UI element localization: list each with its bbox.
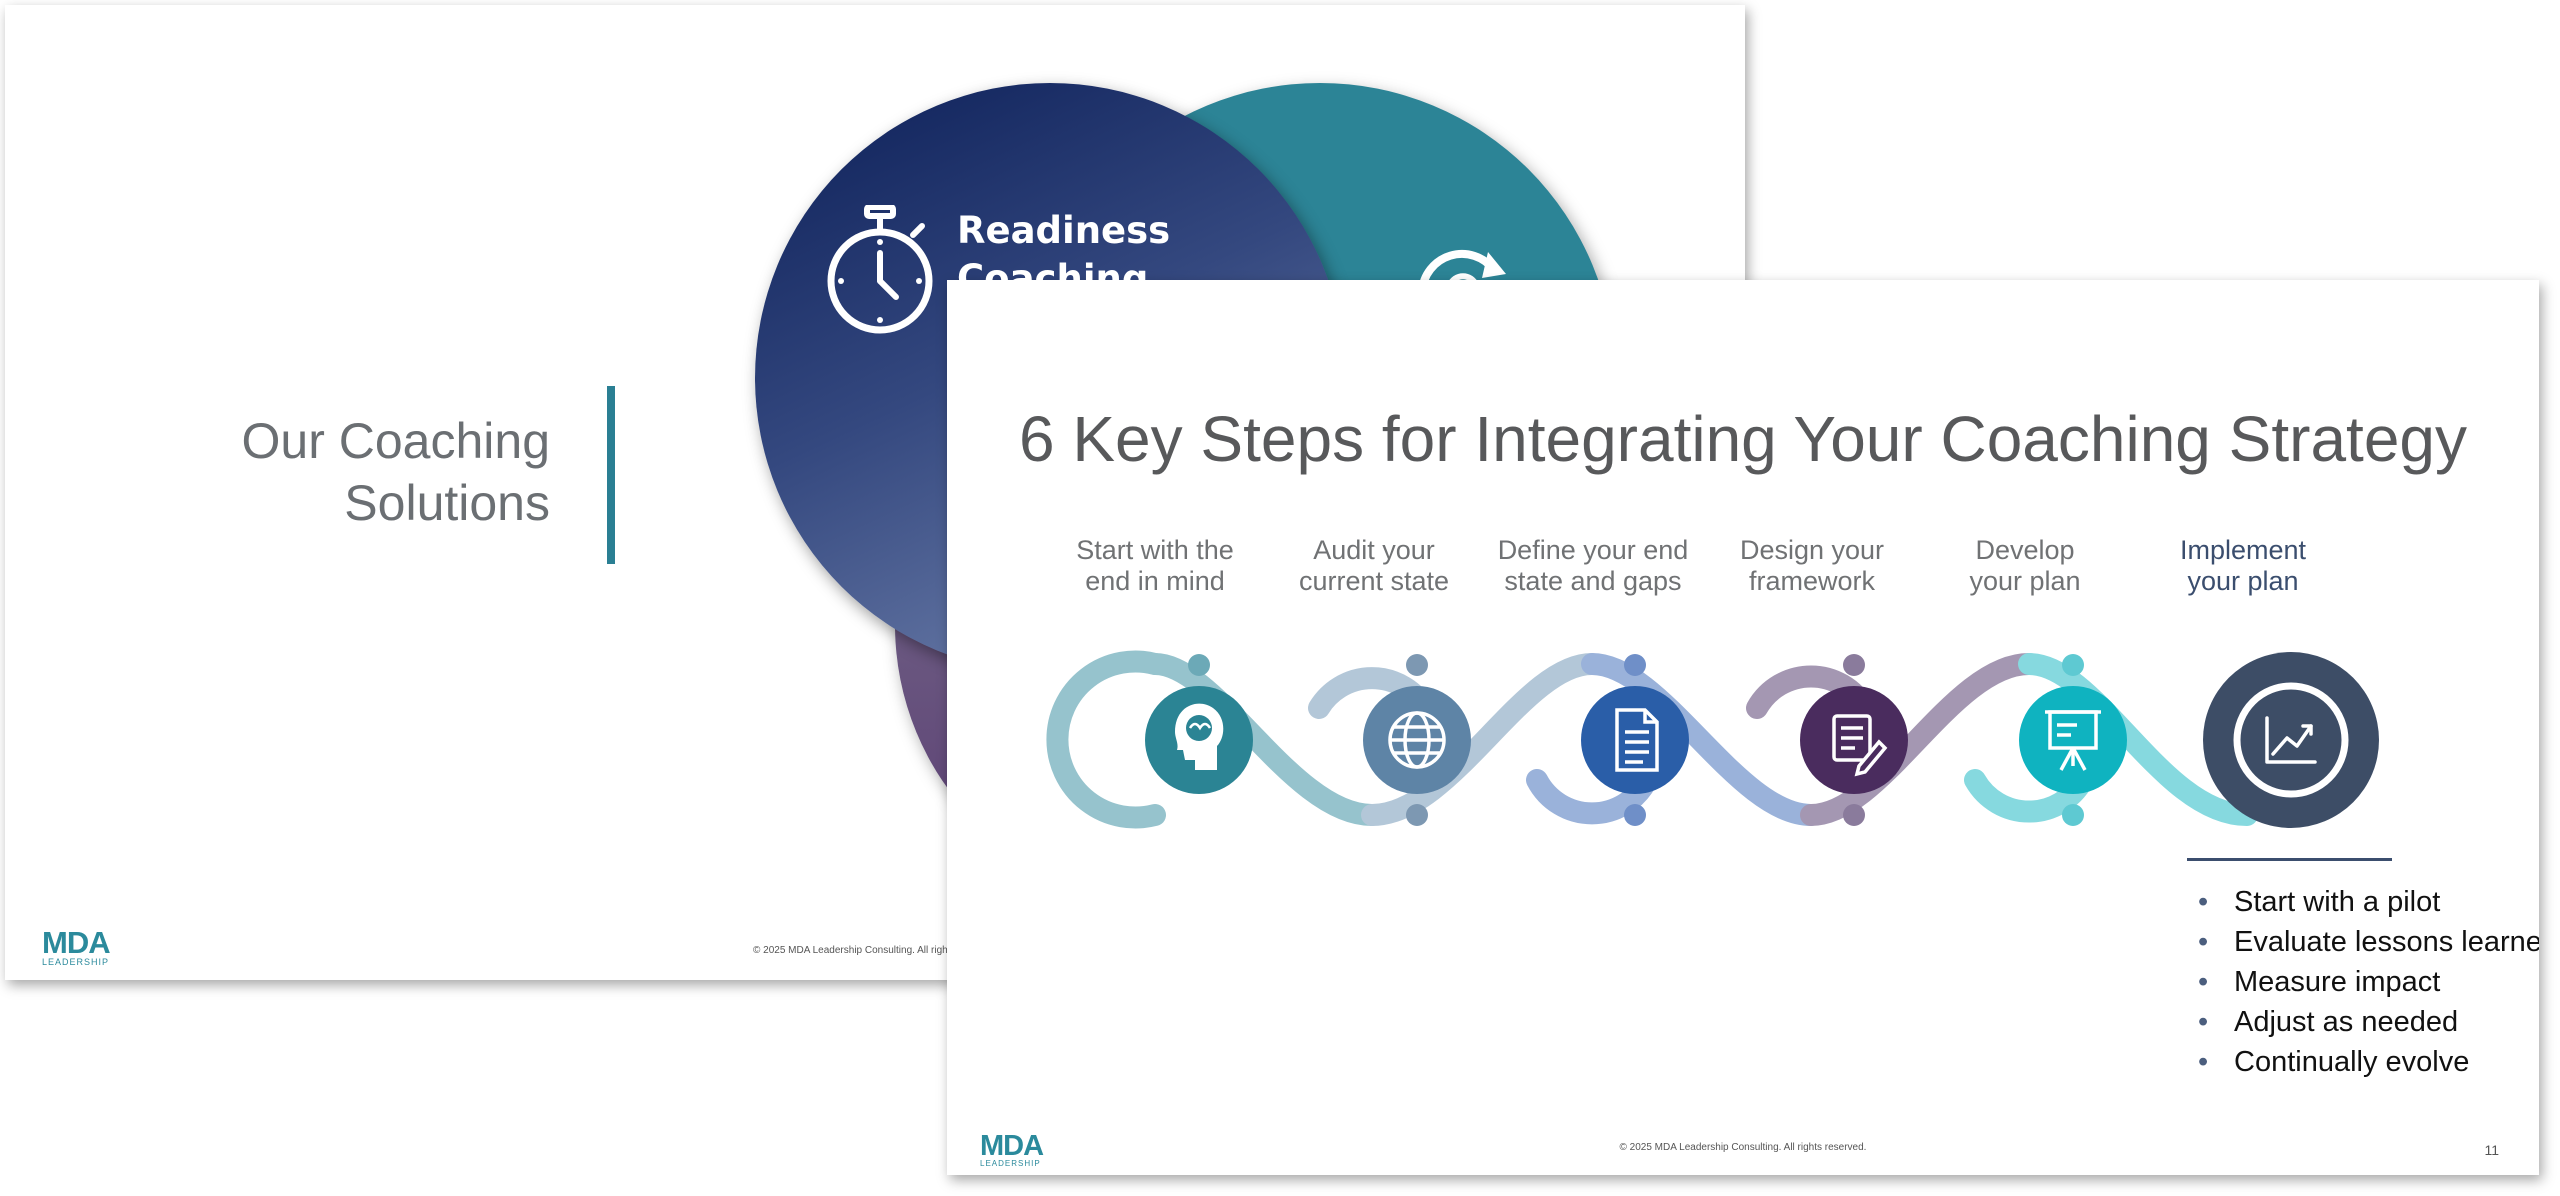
step-label-2: Audit your current state — [1264, 535, 1484, 597]
mda-logo: MDA LEADERSHIP — [42, 925, 111, 967]
mda-logo: MDA LEADERSHIP — [980, 1130, 1044, 1168]
steps-process-graphic — [1046, 650, 2379, 829]
connector-3 — [1581, 653, 1822, 826]
step-2-line-1: Audit your — [1313, 535, 1435, 565]
step-1-line-2: end in mind — [1085, 566, 1225, 596]
document-icon — [1615, 708, 1659, 772]
front-slide-title: 6 Key Steps for Integrating Your Coachin… — [1018, 403, 2468, 475]
step-label-5: Develop your plan — [1915, 535, 2135, 597]
step-4-line-2: framework — [1748, 566, 1876, 596]
step-4-line-1: Design your — [1739, 535, 1885, 565]
accent-bar — [607, 386, 615, 564]
joint-dot — [1406, 654, 1428, 676]
step-2-line-2: current state — [1298, 566, 1450, 596]
joint-dot — [2062, 804, 2084, 826]
readiness-label-line-2: Coaching — [957, 257, 1149, 300]
ring-arc-3 — [1526, 769, 1658, 825]
joint-dot — [1406, 804, 1428, 826]
connector-4 — [1800, 653, 2040, 826]
step-3-line-1: Define your end — [1497, 535, 1689, 565]
edit-document-icon — [1832, 714, 1888, 777]
implement-divider — [2187, 858, 2392, 861]
step-label-4: Design your framework — [1702, 535, 1922, 597]
step-6-line-2: your plan — [2187, 566, 2299, 596]
readiness-label-line-1: Readiness — [957, 209, 1171, 252]
step-5-line-1: Develop — [1975, 535, 2075, 565]
logo-text: MDA — [42, 925, 111, 960]
bullet-item: Continually evolve — [2194, 1042, 2539, 1082]
connector-5 — [2018, 653, 2258, 826]
logo-text: MDA — [980, 1130, 1044, 1162]
page-number: 11 — [2484, 1142, 2499, 1158]
implement-bullet-list: Start with a pilot Evaluate lessons lear… — [2194, 882, 2539, 1082]
globe-icon — [1388, 711, 1446, 769]
back-title-line-1: Our Coaching — [241, 413, 551, 469]
step-5-line-2: your plan — [1969, 566, 2081, 596]
step-label-1: Start with the end in mind — [1045, 535, 1265, 597]
back-copyright: © 2025 MDA Leadership Consulting. All ri… — [753, 945, 1000, 956]
step-6-inner-ring — [2233, 682, 2349, 798]
joint-dot — [1843, 654, 1865, 676]
connector-1 — [1144, 653, 1383, 826]
joint-dot — [1843, 804, 1865, 826]
bullet-item: Measure impact — [2194, 962, 2539, 1002]
brain-head-icon — [1175, 703, 1224, 770]
stopwatch-icon — [827, 205, 933, 334]
growth-chart-icon — [2265, 716, 2317, 764]
step-label-3: Define your end state and gaps — [1483, 535, 1703, 597]
step-6-line-1: Implement — [2179, 535, 2307, 565]
joint-dot — [2062, 654, 2084, 676]
step-3-line-2: state and gaps — [1504, 566, 1682, 596]
joint-dot — [1624, 804, 1646, 826]
step-circle-4 — [1800, 686, 1908, 794]
ring-arc-1 — [1046, 650, 1166, 829]
slide-six-key-steps[interactable]: 6 Key Steps for Integrating Your Coachin… — [947, 280, 2539, 1175]
logo-subtext: LEADERSHIP — [980, 1159, 1041, 1168]
connector-2 — [1361, 653, 1603, 826]
joint-dot — [1624, 654, 1646, 676]
step-circle-5 — [2019, 686, 2127, 794]
presentation-board-icon — [2045, 710, 2101, 771]
back-title-line-2: Solutions — [344, 475, 550, 531]
bullet-item: Evaluate lessons learned — [2194, 922, 2539, 962]
bullet-item: Adjust as needed — [2194, 1002, 2539, 1042]
step-circle-3 — [1581, 686, 1689, 794]
back-slide-title: Our Coaching Solutions — [145, 410, 551, 534]
joint-dot — [1188, 654, 1210, 676]
step-label-6: Implement your plan — [2133, 535, 2353, 597]
step-1-line-1: Start with the — [1076, 535, 1234, 565]
joint-dots — [1188, 654, 2084, 826]
logo-subtext: LEADERSHIP — [42, 957, 110, 967]
readiness-coaching-label: Readiness Coaching — [957, 207, 1170, 303]
bullet-item: Start with a pilot — [2194, 882, 2539, 922]
front-copyright: © 2025 MDA Leadership Consulting. All ri… — [1619, 1142, 1867, 1153]
